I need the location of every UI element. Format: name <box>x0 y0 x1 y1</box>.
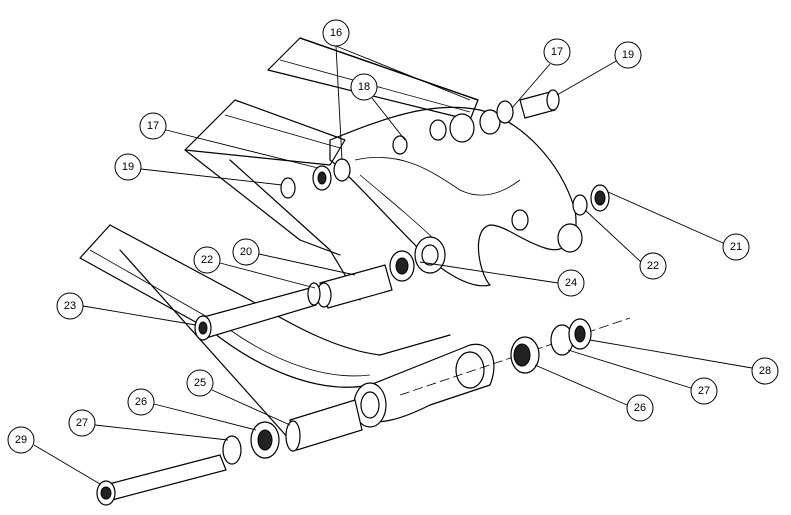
svg-text:25: 25 <box>194 377 206 389</box>
svg-text:17: 17 <box>551 46 563 58</box>
svg-text:27: 27 <box>76 417 88 429</box>
svg-text:22: 22 <box>201 254 213 266</box>
svg-text:20: 20 <box>240 246 252 258</box>
svg-text:23: 23 <box>64 300 76 312</box>
callout-22: 22 <box>639 252 667 280</box>
svg-text:21: 21 <box>730 241 742 253</box>
svg-text:19: 19 <box>122 161 134 173</box>
callout-24: 24 <box>557 269 585 297</box>
svg-text:29: 29 <box>15 434 27 446</box>
callout-23: 23 <box>56 292 84 320</box>
callout-26: 26 <box>626 394 654 422</box>
svg-text:19: 19 <box>622 49 634 61</box>
svg-text:24: 24 <box>565 277 577 289</box>
svg-text:26: 26 <box>135 396 147 408</box>
callout-18: 18 <box>350 73 378 101</box>
svg-text:17: 17 <box>147 120 159 132</box>
svg-text:26: 26 <box>634 402 646 414</box>
callout-22: 22 <box>193 246 221 274</box>
svg-text:22: 22 <box>647 260 659 272</box>
lower-arm <box>79 159 495 441</box>
callout-26: 26 <box>127 388 155 416</box>
svg-text:18: 18 <box>358 81 370 93</box>
callout-28: 28 <box>751 357 779 385</box>
leader-lines <box>33 45 753 485</box>
callout-27: 27 <box>68 409 96 437</box>
callout-29: 29 <box>7 426 35 454</box>
rocker-link <box>329 106 583 287</box>
svg-text:27: 27 <box>698 385 710 397</box>
callout-20: 20 <box>232 238 260 266</box>
svg-text:28: 28 <box>759 365 771 377</box>
callout-25: 25 <box>186 369 214 397</box>
callout-19: 19 <box>114 153 142 181</box>
callout-21: 21 <box>722 233 750 261</box>
callout-17: 17 <box>543 38 571 66</box>
svg-text:16: 16 <box>330 27 342 39</box>
callout-19: 19 <box>614 41 642 69</box>
callout-16: 16 <box>322 19 350 47</box>
callout-17: 17 <box>139 112 167 140</box>
callout-27: 27 <box>690 377 718 405</box>
middle-arm-plate <box>184 99 346 256</box>
parts <box>96 89 631 506</box>
